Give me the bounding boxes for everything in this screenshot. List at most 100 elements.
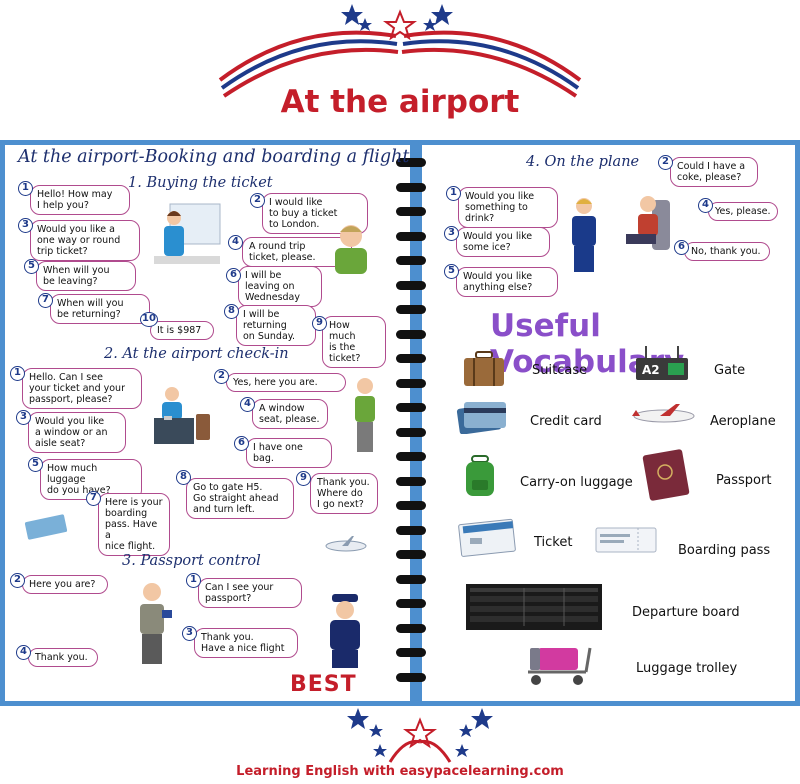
ticket-agent-illustration: [154, 203, 221, 264]
traveller-man-illustration: [335, 225, 367, 274]
binding-ring: [396, 525, 426, 535]
vocab-label-gate: Gate: [714, 363, 746, 378]
star-icon: [347, 708, 369, 729]
binding-ring: [396, 231, 426, 241]
step-number-badge: 2: [250, 193, 265, 208]
binding-ring: [396, 354, 426, 363]
binding-ring: [396, 574, 426, 584]
seated-passenger-illustration: [626, 196, 670, 250]
step-number-badge: 6: [234, 436, 249, 451]
binding-ring: [396, 329, 426, 339]
speech-bubble: Hello! How may I help you?: [30, 185, 130, 215]
speech-bubble: Thank you. Have a nice flight: [194, 628, 298, 658]
speech-bubble: Would you like some ice?: [456, 227, 550, 257]
gate-sign-text: A2: [642, 363, 660, 377]
star-icon: [369, 724, 383, 737]
step-number-badge: 9: [312, 316, 327, 331]
step-number-badge: 8: [176, 470, 191, 485]
speech-bubble: It is $987: [150, 321, 214, 340]
best-logo: BEST: [290, 672, 357, 697]
step-number-badge: 1: [446, 186, 461, 201]
spiral-binding: [396, 150, 426, 698]
step-number-badge: 7: [38, 293, 53, 308]
traveller-passport-illustration: [140, 583, 172, 664]
passenger-man-illustration: [355, 378, 375, 452]
credit-card-icon: [456, 402, 506, 434]
luggage-trolley-icon: [528, 647, 592, 685]
step-number-badge: 5: [444, 264, 459, 279]
speech-bubble: Would you like anything else?: [456, 267, 558, 297]
vocabulary-title: Useful Vocabulary: [490, 308, 685, 380]
binding-ring: [396, 207, 426, 216]
page-title: At the airport: [280, 84, 520, 120]
police-officer-illustration: [330, 594, 360, 668]
step-number-badge: 2: [214, 369, 229, 384]
binding-ring: [396, 648, 426, 657]
step-number-badge: 5: [24, 259, 39, 274]
speech-bubble: Here is your boarding pass. Have a nice …: [98, 493, 170, 556]
step-number-badge: 3: [18, 218, 33, 233]
speech-bubble: When will you be leaving?: [36, 261, 136, 291]
binding-ring: [396, 476, 426, 486]
speech-bubble: Yes, please.: [708, 202, 778, 221]
speech-bubble: Thank you.: [28, 648, 98, 667]
step-number-badge: 4: [16, 645, 31, 660]
step-number-badge: 6: [674, 240, 689, 255]
boarding-pass-icon: [24, 514, 68, 540]
speech-bubble: A window seat, please.: [252, 399, 328, 429]
star-icon: [373, 744, 387, 757]
flight-attendant-illustration: [572, 198, 596, 272]
step-number-badge: 3: [444, 226, 459, 241]
step-number-badge: 2: [10, 573, 25, 588]
binding-ring: [396, 158, 426, 167]
star-icon: [341, 4, 363, 25]
speech-bubble: Yes, here you are.: [226, 373, 346, 392]
binding-ring: [396, 378, 426, 388]
step-number-badge: 6: [226, 268, 241, 283]
speech-bubble: I will be leaving on Wednesday: [238, 266, 322, 307]
vocab-label-carry-on-luggage: Carry-on luggage: [520, 475, 633, 490]
step-number-badge: 4: [240, 397, 255, 412]
binding-ring: [396, 452, 426, 461]
section-check-in-title: 2. At the airport check-in: [104, 346, 289, 362]
step-number-badge: 10: [140, 312, 158, 327]
star-icon: [423, 18, 437, 31]
star-icon: [358, 18, 372, 31]
aeroplane-icon: [325, 536, 367, 552]
vocab-label-credit-card: Credit card: [530, 414, 602, 429]
section-on-the-plane-title: 4. On the plane: [526, 154, 640, 170]
binding-ring: [396, 623, 426, 633]
binding-ring: [396, 182, 426, 192]
speech-bubble: When will you be returning?: [50, 294, 150, 324]
boarding-pass-icon: [595, 527, 657, 553]
gate-sign-icon: A2: [636, 346, 688, 380]
booking-heading: At the airport-Booking and boarding a fl…: [18, 147, 410, 167]
speech-bubble: Can I see your passport?: [198, 578, 302, 608]
speech-bubble: I have one bag.: [246, 438, 332, 468]
step-number-badge: 5: [28, 457, 43, 472]
step-number-badge: 1: [18, 181, 33, 196]
binding-ring: [396, 501, 426, 510]
speech-bubble: Would you like a one way or round trip t…: [30, 220, 140, 261]
vocab-label-luggage-trolley: Luggage trolley: [636, 661, 738, 676]
speech-bubble: Thank you. Where do I go next?: [310, 473, 378, 514]
vocab-label-passport: Passport: [716, 473, 772, 488]
binding-ring: [396, 256, 426, 265]
binding-ring: [396, 280, 426, 290]
step-number-badge: 4: [228, 235, 243, 250]
vocab-label-aeroplane: Aeroplane: [710, 414, 776, 429]
step-number-badge: 3: [182, 626, 197, 641]
step-number-badge: 9: [296, 471, 311, 486]
ticket-icon: [458, 518, 516, 557]
departure-board-icon: [466, 584, 602, 630]
step-number-badge: 4: [698, 198, 713, 213]
backpack-icon: [466, 455, 494, 496]
suitcase-icon: [464, 351, 504, 386]
section-passport-control-title: 3. Passport control: [122, 553, 261, 569]
star-icon: [403, 717, 437, 749]
speech-bubble: I will be returning on Sunday.: [236, 305, 316, 346]
star-icon: [455, 744, 469, 757]
footer-swoosh-decoration: [347, 708, 493, 763]
check-in-desk-illustration: [154, 387, 210, 444]
star-icon: [471, 708, 493, 729]
